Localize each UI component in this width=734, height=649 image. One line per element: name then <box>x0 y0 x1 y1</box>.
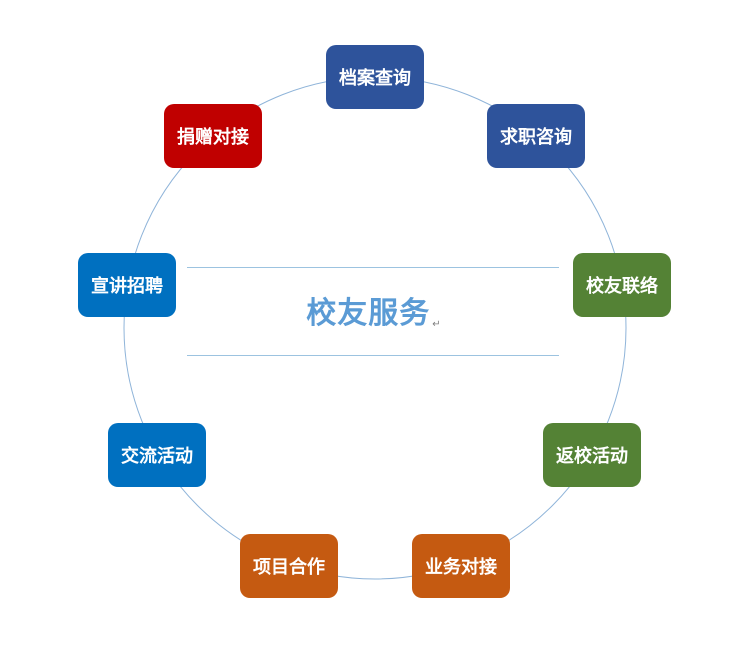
return-mark: ↵ <box>432 319 442 330</box>
node-project-coop[interactable]: 项目合作 <box>240 534 338 598</box>
node-job-consult[interactable]: 求职咨询 <box>487 104 585 168</box>
node-label: 交流活动 <box>121 446 193 467</box>
node-label: 返校活动 <box>556 446 628 467</box>
center-title: 校友服务↵ <box>0 288 734 332</box>
node-alumni-contact[interactable]: 校友联络 <box>573 253 671 317</box>
node-donation-docking[interactable]: 捐赠对接 <box>164 104 262 168</box>
divider-top <box>187 267 559 268</box>
node-label: 档案查询 <box>339 68 411 89</box>
node-label: 宣讲招聘 <box>91 276 163 297</box>
divider-bottom <box>187 355 559 356</box>
node-archive-query[interactable]: 档案查询 <box>326 45 424 109</box>
center-title-text: 校友服务 <box>306 296 431 331</box>
node-label: 求职咨询 <box>500 127 572 148</box>
node-label: 项目合作 <box>253 557 325 578</box>
node-business-docking[interactable]: 业务对接 <box>412 534 510 598</box>
node-exchange-activity[interactable]: 交流活动 <box>108 423 206 487</box>
node-label: 业务对接 <box>425 557 497 578</box>
node-label: 捐赠对接 <box>177 127 249 148</box>
node-label: 校友联络 <box>586 276 658 297</box>
node-recruit-talk[interactable]: 宣讲招聘 <box>78 253 176 317</box>
node-return-activity[interactable]: 返校活动 <box>543 423 641 487</box>
